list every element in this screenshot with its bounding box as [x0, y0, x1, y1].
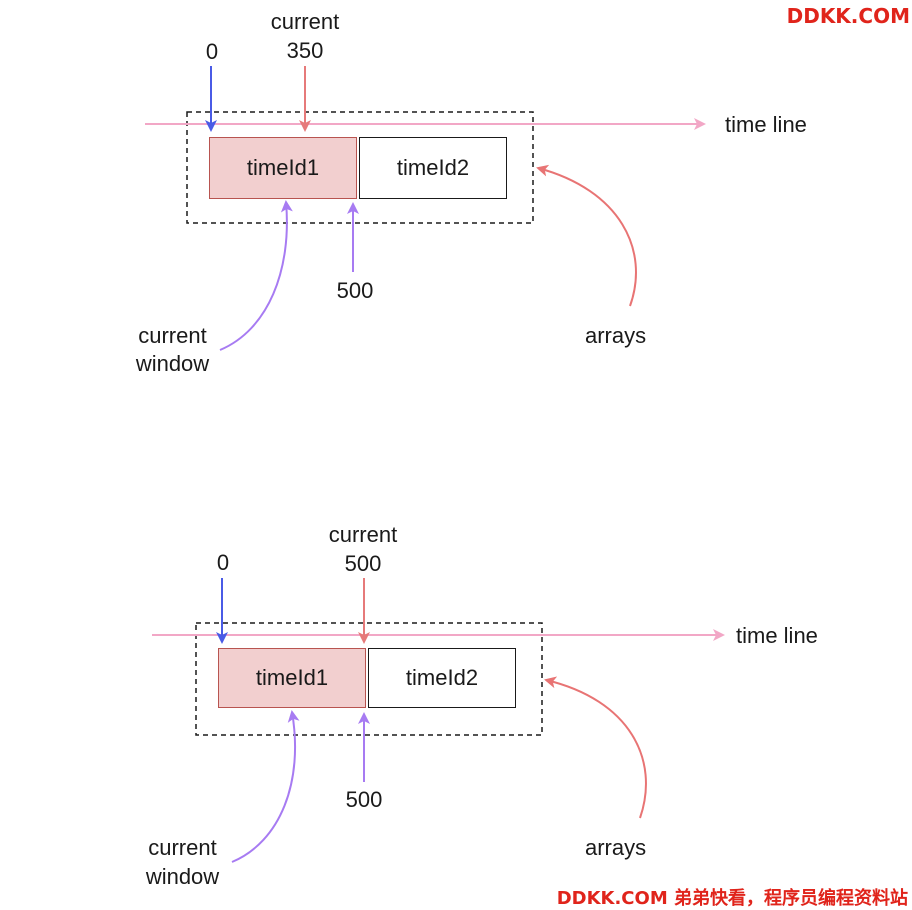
zero-label: 0	[205, 39, 219, 64]
current-value-label: 500	[344, 551, 382, 576]
watermark-top: DDKK.COM	[786, 4, 910, 28]
timeline-label: time line	[725, 112, 807, 137]
current-window-label-line2: window	[135, 351, 210, 376]
window-cell: timeId2	[368, 648, 516, 708]
timeline-label: time line	[736, 623, 818, 648]
current-value-label: 350	[286, 38, 324, 63]
arrays-arrow	[544, 676, 647, 819]
current-window-arrow	[219, 200, 293, 351]
zero-label: 0	[216, 550, 230, 575]
window-cell: timeId2	[359, 137, 507, 199]
current-label: current	[270, 9, 340, 34]
current-window-label: current	[148, 835, 217, 860]
arrays-dashed-box	[186, 111, 534, 224]
arrays-dashed-box	[195, 622, 543, 736]
bound-label: 500	[345, 787, 383, 812]
current-window-label: current	[138, 323, 207, 348]
bound-label: 500	[336, 278, 374, 303]
arrays-label: arrays	[585, 835, 647, 860]
current-window-label-line2: window	[145, 864, 220, 889]
current-window-cell: timeId1	[218, 648, 366, 708]
current-window-cell: timeId1	[209, 137, 357, 199]
current-label: current	[328, 522, 398, 547]
arrays-arrow	[536, 164, 637, 307]
arrays-label: arrays	[585, 323, 647, 348]
current-window-arrow	[231, 710, 300, 863]
watermark-bottom: DDKK.COM 弟弟快看，程序员编程资料站	[556, 888, 908, 909]
